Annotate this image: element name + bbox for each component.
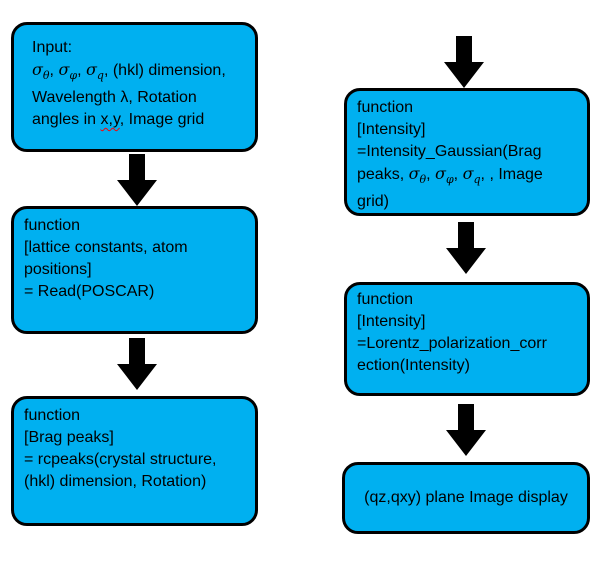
arrow-down-icon: [117, 338, 157, 390]
input-title: Input:: [32, 39, 73, 56]
arrow-down-icon: [117, 154, 157, 206]
intensity-gaussian-box: function [Intensity] =Intensity_Gaussian…: [344, 88, 590, 216]
sigma-phi: σφ: [58, 60, 78, 82]
sigma-theta: σθ: [32, 60, 50, 82]
lorentz-line-4: ection(Intensity): [357, 357, 470, 374]
image-display-box: (qz,qxy) plane Image display: [342, 462, 590, 534]
gauss-line-3: =Intensity_Gaussian(Brag: [357, 143, 542, 160]
lorentz-line-1: function: [357, 291, 414, 308]
read-poscar-box: function [lattice constants, atom positi…: [11, 206, 258, 334]
lorentz-line-2: [Intensity]: [357, 313, 426, 330]
display-text: (qz,qxy) plane Image display: [364, 489, 568, 506]
peaks-line-4: (hkl) dimension, Rotation): [24, 473, 207, 490]
brag-peaks-box: function [Brag peaks] = rcpeaks(crystal …: [11, 396, 258, 526]
peaks-line-3: = rcpeaks(crystal structure,: [24, 451, 217, 468]
read-line-4: = Read(POSCAR): [24, 283, 155, 300]
sigma-q: σq: [462, 164, 481, 186]
sigma-theta: σθ: [408, 164, 427, 186]
peaks-line-1: function: [24, 407, 81, 424]
lorentz-polarization-box: function [Intensity] =Lorentz_polarizati…: [344, 282, 590, 396]
read-line-2: [lattice constants, atom: [24, 239, 188, 256]
lorentz-line-3: =Lorentz_polarization_corr: [357, 335, 547, 352]
sigma-phi: σφ: [435, 164, 454, 186]
input-wavelength-line: Wavelength λ, Rotation: [32, 89, 197, 106]
read-line-1: function: [24, 217, 81, 234]
arrow-down-icon: [446, 222, 486, 274]
peaks-line-2: [Brag peaks]: [24, 429, 114, 446]
input-angles-line: angles in x,y, Image grid: [32, 111, 205, 128]
arrow-down-icon: [446, 404, 486, 456]
arrow-down-icon: [444, 36, 484, 88]
gauss-line-5: grid): [357, 193, 390, 210]
gauss-line-2: [Intensity]: [357, 121, 426, 138]
gauss-line-1: function: [357, 99, 414, 116]
read-line-3: positions]: [24, 261, 92, 278]
sigma-q: σq: [85, 60, 104, 82]
gauss-line-4: peaks, σθ, σφ, σq, , Image: [357, 164, 543, 186]
input-box: Input: σθ, σφ, σq, (hkl) dimension, Wave…: [11, 22, 258, 152]
spellcheck-squiggle: x,y: [100, 111, 120, 128]
input-sigmas-line: σθ, σφ, σq, (hkl) dimension,: [32, 60, 226, 82]
